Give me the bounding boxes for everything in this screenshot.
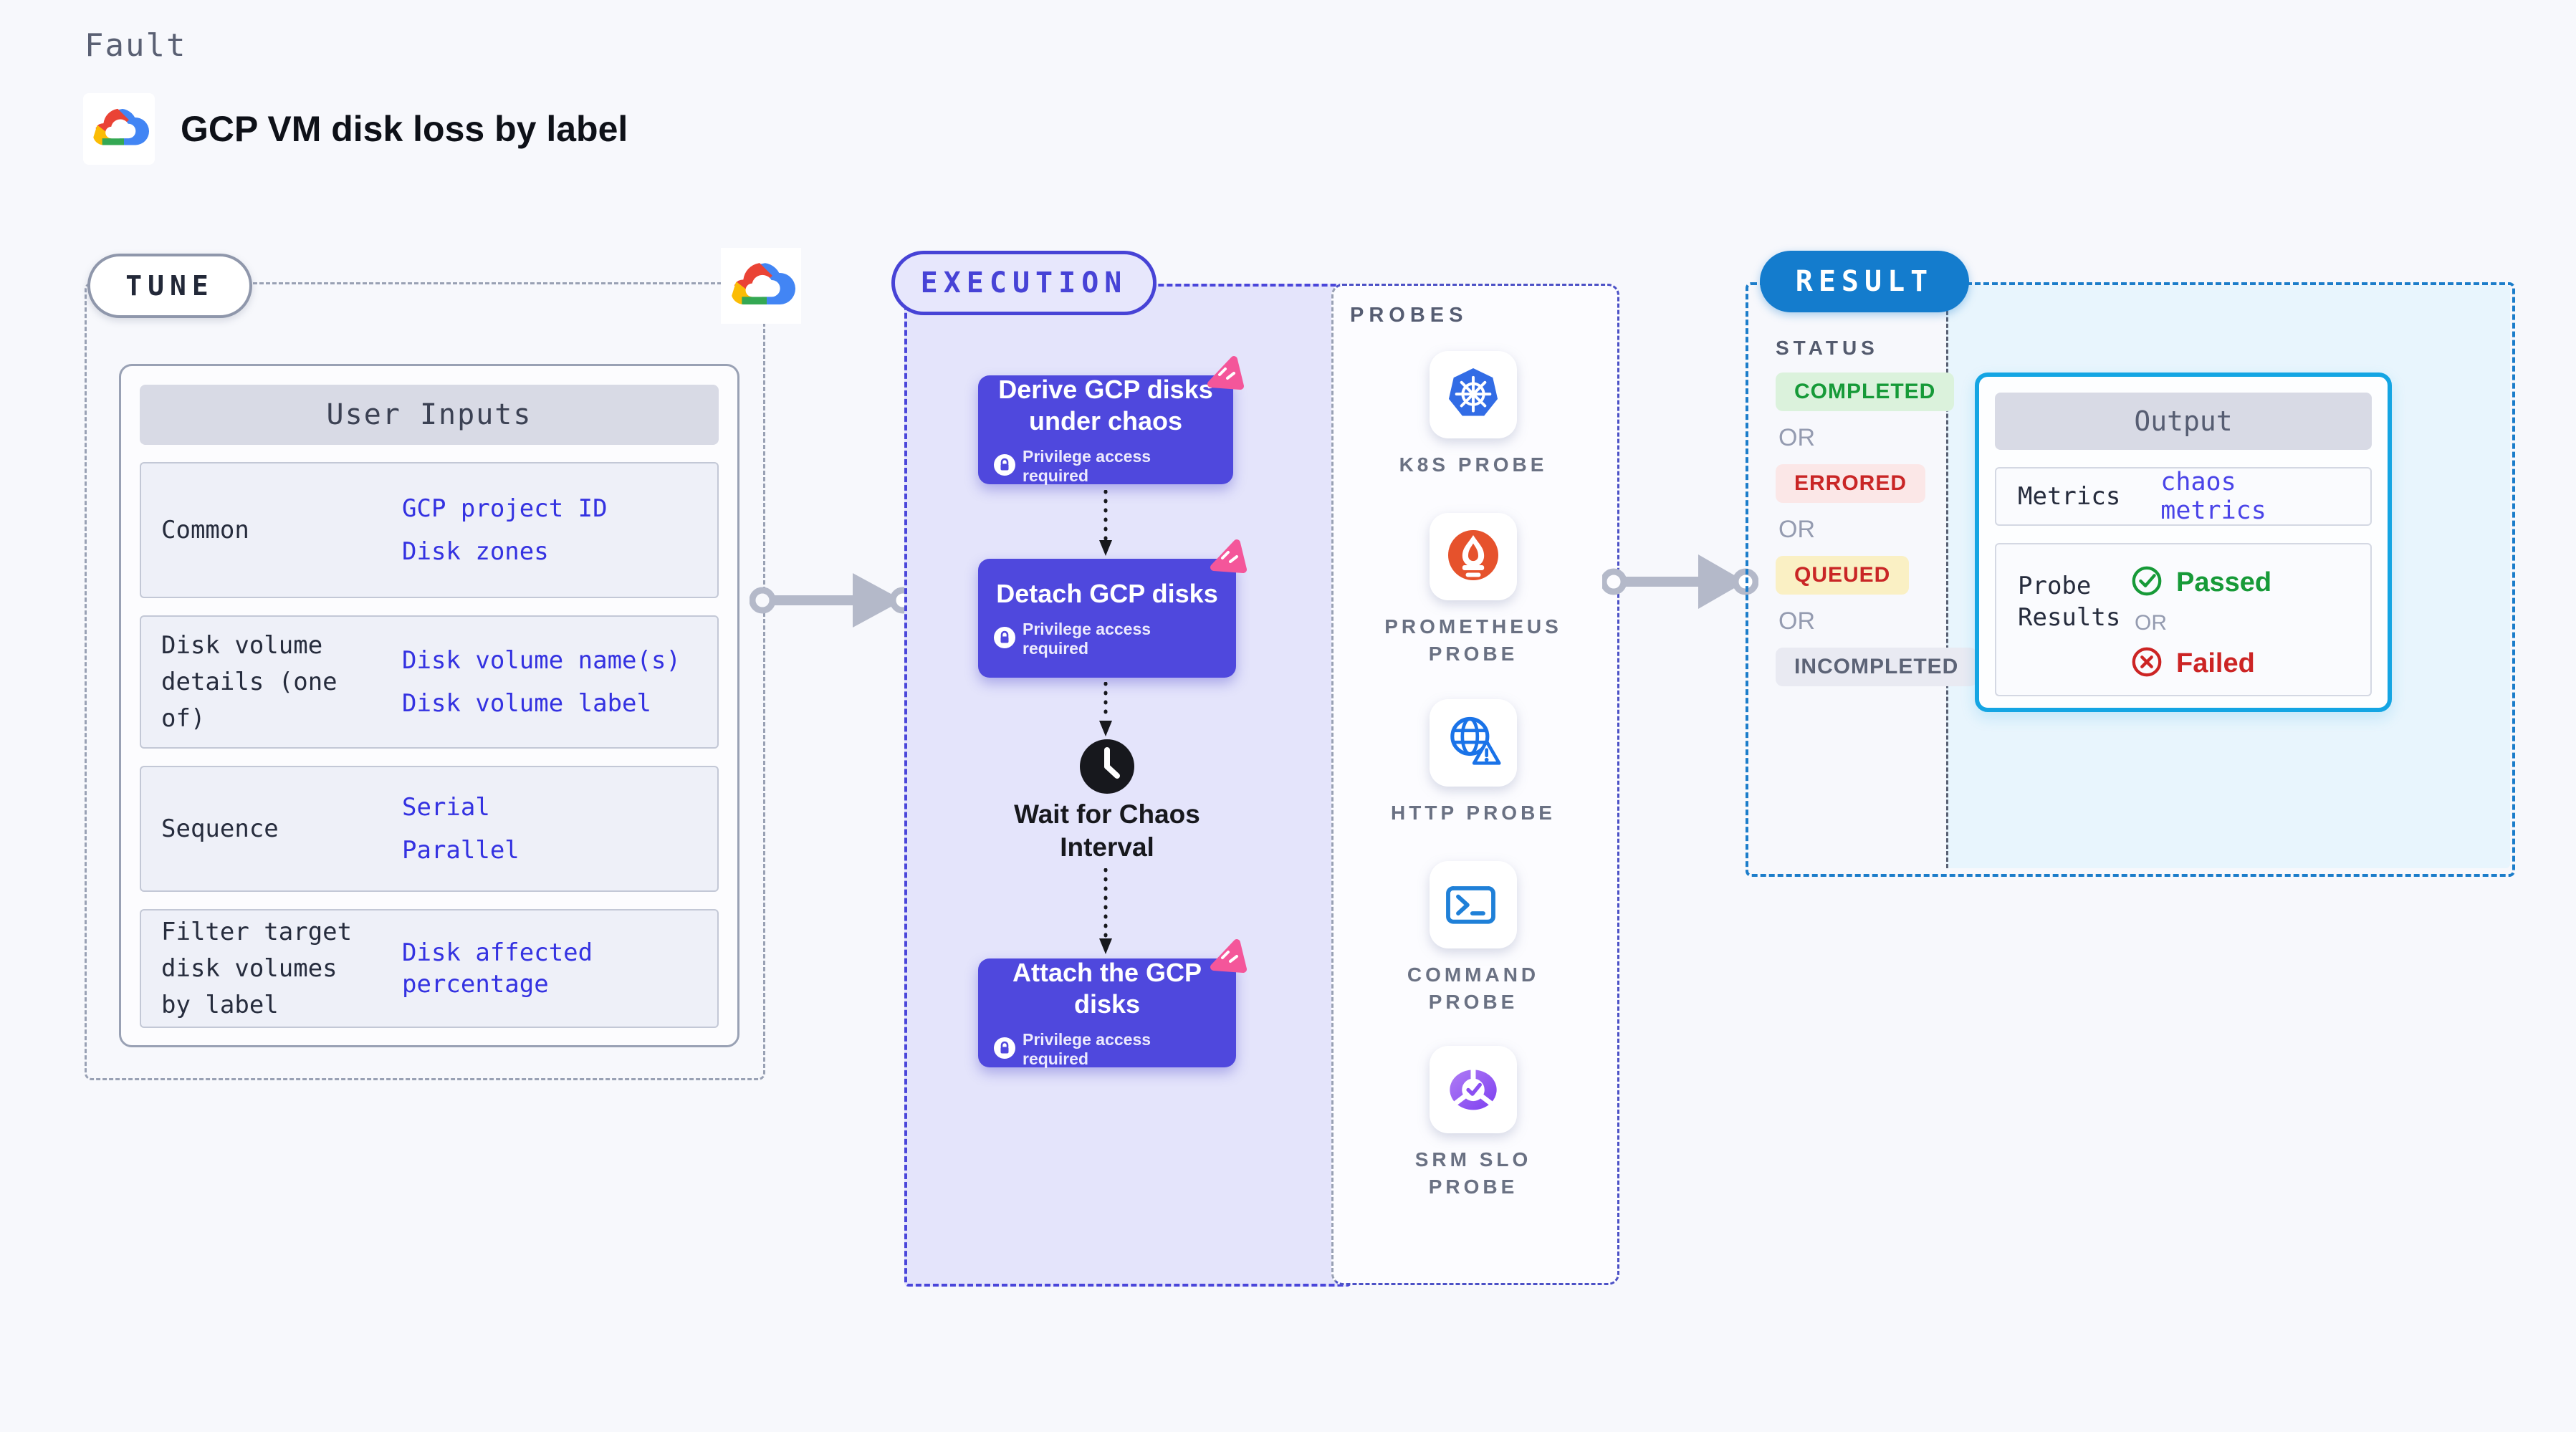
gcp-cloud-icon <box>727 256 795 316</box>
row-value: Parallel <box>402 836 519 865</box>
step-title: Derive GCP disks under chaos <box>998 375 1213 436</box>
row-label: Disk volume details (one of) <box>161 630 337 733</box>
probe-results-label: Probe Results <box>2018 572 2121 632</box>
row-value: Disk volume label <box>402 689 651 718</box>
row-label: Sequence <box>161 814 279 843</box>
chaos-spark-badge-icon <box>1205 355 1245 396</box>
prometheus-icon <box>1443 525 1503 589</box>
probe-label: K8S PROBE <box>1399 453 1548 476</box>
row-value: Disk affected percentage <box>402 938 593 999</box>
status-badge-incompleted: INCOMPLETED <box>1776 648 1978 686</box>
metrics-label: Metrics <box>2018 482 2121 511</box>
privilege-note: Privilege access required <box>1023 447 1151 485</box>
flow-arrow-down <box>1098 681 1114 740</box>
failed-cross-icon <box>2130 645 2163 682</box>
tune-section-box <box>85 282 765 1080</box>
passed-label: Passed <box>2176 567 2272 597</box>
status-list: COMPLETED OR ERRORED OR QUEUED OR INCOMP… <box>1776 373 1978 686</box>
row-value: GCP project ID <box>402 494 608 523</box>
privilege-note: Privilege access required <box>1023 620 1151 658</box>
probe-label: HTTP PROBE <box>1391 802 1556 824</box>
flow-arrow-down <box>1098 489 1114 559</box>
row-label: Common <box>161 515 249 544</box>
globe-warning-icon <box>1443 711 1503 775</box>
status-title: STATUS <box>1776 337 1879 359</box>
step-title: Attach the GCP disks <box>1012 958 1202 1019</box>
or-separator: OR <box>1778 607 1815 635</box>
lock-icon <box>994 1037 1015 1062</box>
table-row: Common GCP project ID Disk zones <box>140 462 719 598</box>
probe-label: PROMETHEUS PROBE <box>1384 615 1562 665</box>
output-title: Output <box>1995 393 2372 450</box>
tune-target-gcp-tile <box>721 248 801 324</box>
probes-title: PROBES <box>1350 304 1468 327</box>
or-separator: OR <box>1778 516 1815 543</box>
tune-to-execution-arrow <box>749 569 916 635</box>
step-title: Detach GCP disks <box>996 579 1218 608</box>
row-value: Disk volume name(s) <box>402 645 681 675</box>
chaos-spark-badge-icon <box>1208 539 1248 580</box>
result-section-box <box>1746 282 2515 877</box>
lock-icon <box>994 626 1015 652</box>
terminal-icon <box>1443 873 1503 937</box>
lock-icon <box>994 453 1015 479</box>
failed-label: Failed <box>2176 648 2255 678</box>
fault-eyebrow: Fault <box>85 27 187 64</box>
probe-results-row: Probe Results Passed OR <box>1995 543 2372 696</box>
privilege-note: Privilege access required <box>1023 1030 1151 1068</box>
row-value: Serial <box>402 792 490 822</box>
result-badge: RESULT <box>1760 251 1969 312</box>
wait-for-chaos-label: Wait for Chaos Interval <box>1014 799 1200 862</box>
metrics-row: Metrics chaos metrics <box>1995 467 2372 526</box>
step-detach-gcp-disks: Detach GCP disks Privilege access requir… <box>978 559 1236 678</box>
probe-tile <box>1430 1046 1517 1133</box>
probe-tile <box>1430 699 1517 787</box>
tune-badge: TUNE <box>87 254 252 318</box>
gcp-cloud-icon <box>89 103 149 155</box>
wait-clock-icon <box>1077 736 1137 800</box>
page-title: GCP VM disk loss by label <box>181 109 628 149</box>
row-value: Disk zones <box>402 537 549 566</box>
status-badge-completed: COMPLETED <box>1776 373 1955 411</box>
chaos-spark-badge-icon <box>1208 938 1248 979</box>
status-badge-queued: QUEUED <box>1776 556 1910 595</box>
gcp-logo-tile <box>83 93 155 165</box>
status-badge-errored: ERRORED <box>1776 464 1926 503</box>
step-attach-gcp-disks: Attach the GCP disks Privilege access re… <box>978 958 1236 1068</box>
table-row: Filter target disk volumes by label Disk… <box>140 909 719 1028</box>
slo-gauge-check-icon <box>1443 1058 1503 1122</box>
kubernetes-icon <box>1443 363 1503 427</box>
or-separator: OR <box>1778 424 1815 451</box>
step-derive-gcp-disks: Derive GCP disks under chaos Privilege a… <box>978 375 1233 485</box>
user-inputs-table: User Inputs Common GCP project ID Disk z… <box>119 364 739 1047</box>
or-separator: OR <box>2135 611 2167 635</box>
row-label: Filter target disk volumes by label <box>161 917 353 1019</box>
metrics-value-link: chaos metrics <box>2160 468 2266 525</box>
probe-tile <box>1430 351 1517 438</box>
flow-arrow-down <box>1098 868 1114 958</box>
execution-badge: EXECUTION <box>891 251 1157 315</box>
output-card: Output Metrics chaos metrics Probe Resul… <box>1975 373 2392 712</box>
probe-label: SRM SLO PROBE <box>1414 1148 1532 1198</box>
probes-to-result-arrow <box>1600 550 1759 617</box>
probe-label: COMMAND PROBE <box>1407 964 1540 1013</box>
passed-check-icon <box>2130 564 2163 601</box>
probe-tile <box>1430 861 1517 948</box>
table-row: Disk volume details (one of) Disk volume… <box>140 615 719 749</box>
user-inputs-title: User Inputs <box>140 385 719 445</box>
table-row: Sequence Serial Parallel <box>140 766 719 892</box>
probe-tile <box>1430 513 1517 600</box>
